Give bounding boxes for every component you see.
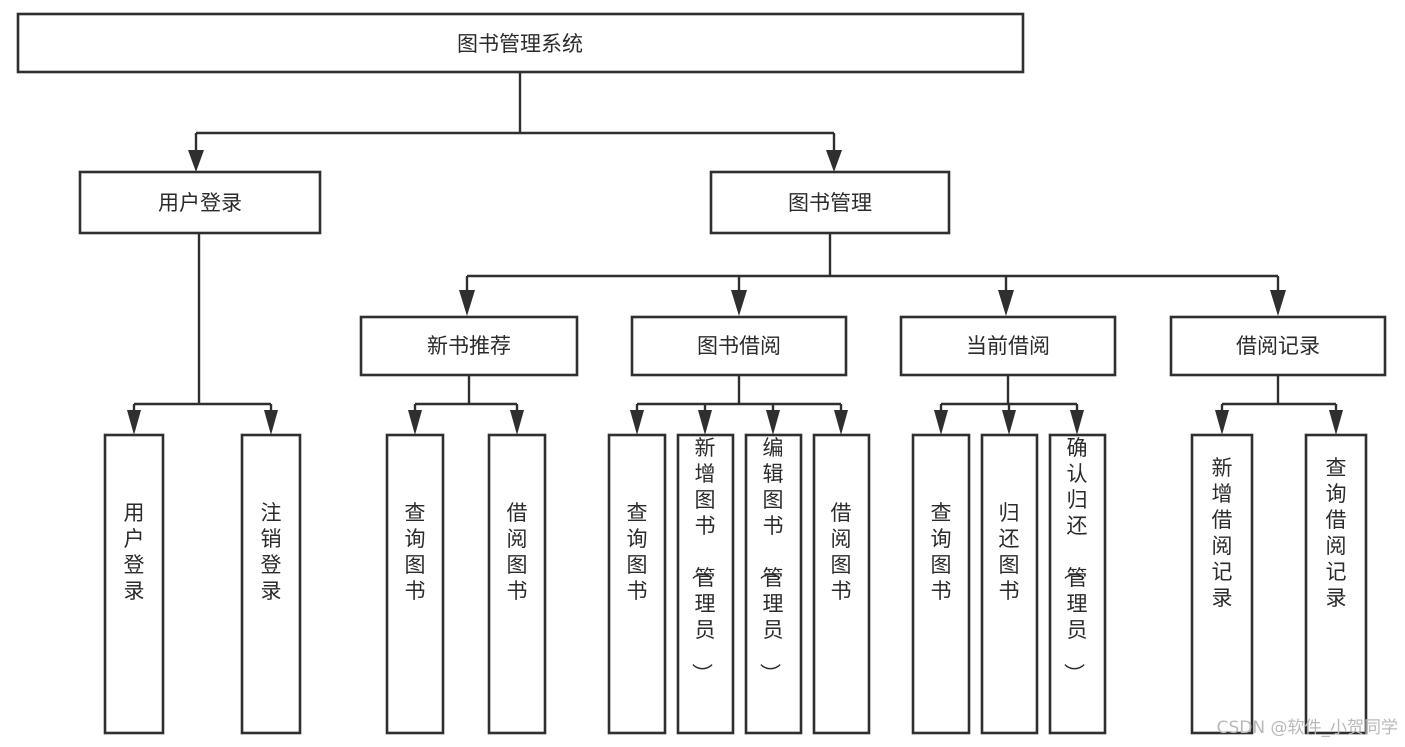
arrowhead-leaf-user-login [127, 410, 141, 435]
arrowhead-leaf-edit-book [766, 410, 780, 435]
node-leaf-add-book-box[interactable] [676, 433, 735, 735]
node-leaf-confirm-return-label: 确认归还（管理员） [1062, 436, 1088, 684]
arrowhead-leaf-query-book-3 [934, 410, 948, 435]
node-leaf-borrow-book-1[interactable]: 借阅图书 [487, 433, 547, 735]
node-leaf-query-record-box[interactable] [1304, 433, 1368, 735]
arrowhead-leaf-query-record [1329, 410, 1343, 435]
arrowhead-leaf-borrow-book-1 [510, 410, 524, 435]
node-leaf-confirm-return-box[interactable] [1048, 433, 1107, 735]
node-leaf-add-book-label: 新增图书（管理员） [690, 436, 716, 684]
node-leaf-add-record-label: 新增借阅记录 [1212, 456, 1233, 610]
node-leaf-query-book-3-label: 查询图书 [931, 501, 952, 603]
node-user-login-box[interactable] [78, 170, 322, 235]
arrowhead-user-login [188, 150, 204, 172]
node-leaf-query-book-2-label: 查询图书 [627, 501, 648, 603]
node-leaf-confirm-return[interactable]: 确认归还（管理员） [1048, 433, 1107, 735]
arrowhead-leaf-borrow-book-2 [834, 410, 848, 435]
arrowhead-leaf-confirm-return [1070, 410, 1084, 435]
node-leaf-query-record[interactable]: 查询借阅记录 [1304, 433, 1368, 735]
node-leaf-query-record-label: 查询借阅记录 [1326, 456, 1347, 610]
node-leaf-query-book-3-box[interactable] [911, 433, 971, 735]
node-leaf-logout-label: 注销登录 [261, 501, 282, 603]
node-leaf-add-record-box[interactable] [1190, 433, 1254, 735]
node-leaf-user-login-box[interactable] [103, 433, 165, 735]
node-book-borrow[interactable]: 图书借阅 [630, 315, 848, 377]
node-leaf-user-login-label: 用户登录 [124, 501, 145, 603]
node-leaf-borrow-book-1-box[interactable] [487, 433, 547, 735]
node-root[interactable]: 图书管理系统 [16, 12, 1025, 74]
connector-layer [127, 72, 1343, 435]
node-leaf-borrow-book-2-box[interactable] [812, 433, 871, 735]
node-borrow-record-label: 借阅记录 [1236, 334, 1320, 358]
node-new-book-rec-box[interactable] [359, 315, 579, 377]
node-new-book-rec[interactable]: 新书推荐 [359, 315, 579, 377]
csdn-watermark: CSDN @软件_小贺同学 [1217, 718, 1398, 738]
arrowhead-new-book-rec [459, 290, 475, 316]
node-leaf-return-book-label: 归还图书 [999, 501, 1020, 603]
arrowhead-leaf-return-book [1002, 410, 1016, 435]
node-leaf-edit-book-label: 编辑图书（管理员） [758, 436, 784, 684]
node-book-borrow-box[interactable] [630, 315, 848, 377]
node-user-login[interactable]: 用户登录 [78, 170, 322, 235]
node-leaf-query-book-1[interactable]: 查询图书 [385, 433, 445, 735]
node-leaf-borrow-book-2-label: 借阅图书 [831, 501, 852, 603]
node-leaf-borrow-book-2[interactable]: 借阅图书 [812, 433, 871, 735]
node-leaf-borrow-book-1-label: 借阅图书 [507, 501, 528, 603]
arrowhead-leaf-add-record [1215, 410, 1229, 435]
node-current-borrow[interactable]: 当前借阅 [899, 315, 1117, 377]
arrowhead-leaf-query-book-1 [408, 410, 422, 435]
node-leaf-query-book-3[interactable]: 查询图书 [911, 433, 971, 735]
node-leaf-logout-box[interactable] [240, 433, 302, 735]
node-leaf-return-book-box[interactable] [980, 433, 1039, 735]
node-leaf-user-login[interactable]: 用户登录 [103, 433, 165, 735]
node-book-manage-label: 图书管理 [788, 191, 872, 215]
arrowhead-leaf-logout [264, 410, 278, 435]
node-root-box[interactable] [16, 12, 1025, 74]
node-borrow-record[interactable]: 借阅记录 [1169, 315, 1387, 377]
node-user-login-label: 用户登录 [158, 191, 242, 215]
arrowhead-leaf-add-book [698, 410, 712, 435]
node-leaf-edit-book[interactable]: 编辑图书（管理员） [744, 433, 803, 735]
node-current-borrow-box[interactable] [899, 315, 1117, 377]
arrowhead-book-manage [826, 150, 842, 172]
node-leaf-logout[interactable]: 注销登录 [240, 433, 302, 735]
node-leaf-query-book-2[interactable]: 查询图书 [607, 433, 667, 735]
node-leaf-query-book-2-box[interactable] [607, 433, 667, 735]
node-borrow-record-box[interactable] [1169, 315, 1387, 377]
arrowhead-leaf-query-book-2 [630, 410, 644, 435]
node-leaf-query-book-1-box[interactable] [385, 433, 445, 735]
node-book-manage[interactable]: 图书管理 [709, 170, 951, 235]
node-leaf-edit-book-box[interactable] [744, 433, 803, 735]
arrowhead-book-borrow [731, 290, 747, 316]
arrowhead-borrow-record [1270, 290, 1286, 316]
node-root-label: 图书管理系统 [457, 32, 583, 56]
node-book-borrow-label: 图书借阅 [697, 334, 781, 358]
node-leaf-return-book[interactable]: 归还图书 [980, 433, 1039, 735]
node-current-borrow-label: 当前借阅 [966, 334, 1050, 358]
node-book-manage-box[interactable] [709, 170, 951, 235]
node-leaf-add-record[interactable]: 新增借阅记录 [1190, 433, 1254, 735]
node-leaf-query-book-1-label: 查询图书 [405, 501, 426, 603]
arrowhead-current-borrow [998, 290, 1014, 316]
node-new-book-rec-label: 新书推荐 [427, 334, 511, 358]
node-leaf-add-book[interactable]: 新增图书（管理员） [676, 433, 735, 735]
